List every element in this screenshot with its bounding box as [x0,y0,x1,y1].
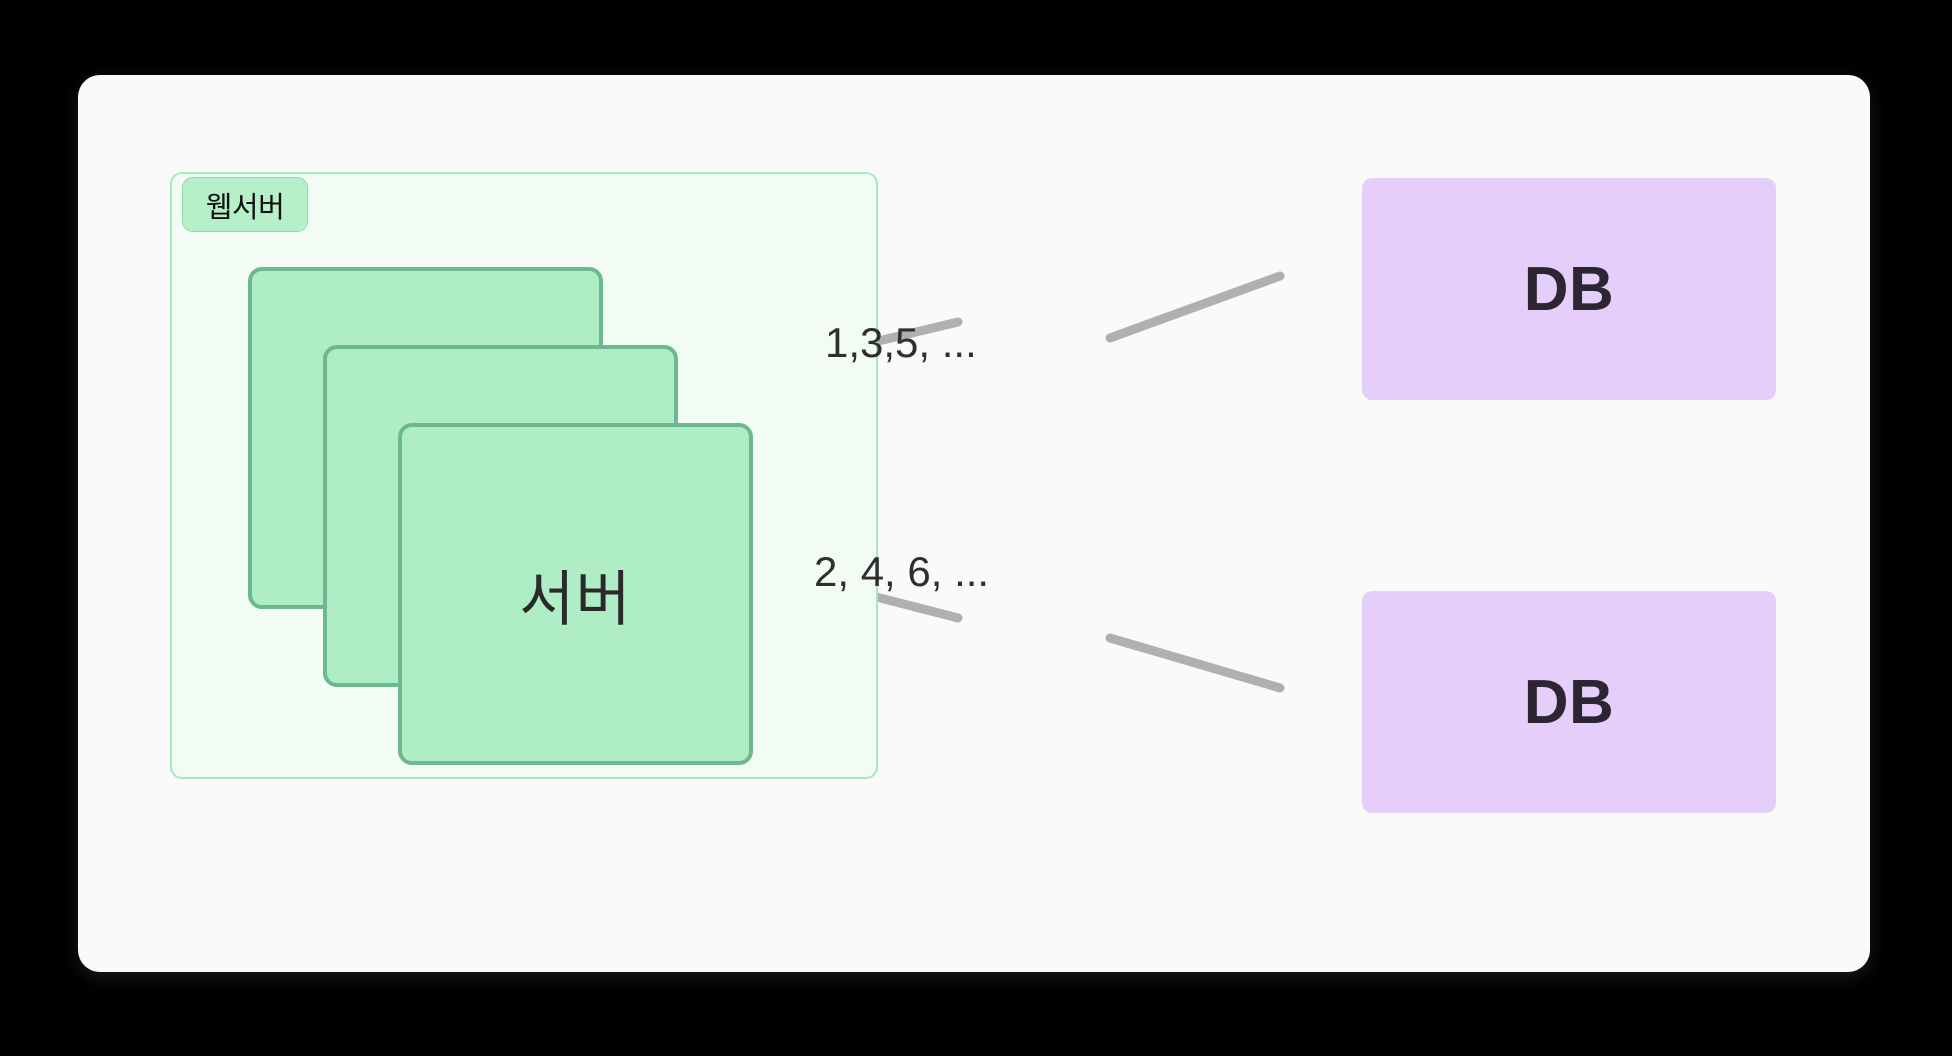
connector-odd-segment-right [1105,271,1285,343]
diagram-canvas: 웹서버 서버 1,3,5, ... 2, 4, 6, ... DB DB [78,75,1870,972]
db-box-secondary[interactable]: DB [1362,591,1776,813]
web-server-group[interactable] [170,172,878,779]
db-box-primary[interactable]: DB [1362,178,1776,400]
db-primary-label: DB [1523,254,1615,324]
connector-label-even: 2, 4, 6, ... [814,548,990,595]
web-server-group-label-text: 웹서버 [205,191,285,224]
connector-even-segment-right [1105,633,1285,693]
connector-label-odd: 1,3,5, ... [825,319,977,366]
web-server-group-label: 웹서버 [182,177,308,232]
db-secondary-label: DB [1523,667,1615,737]
